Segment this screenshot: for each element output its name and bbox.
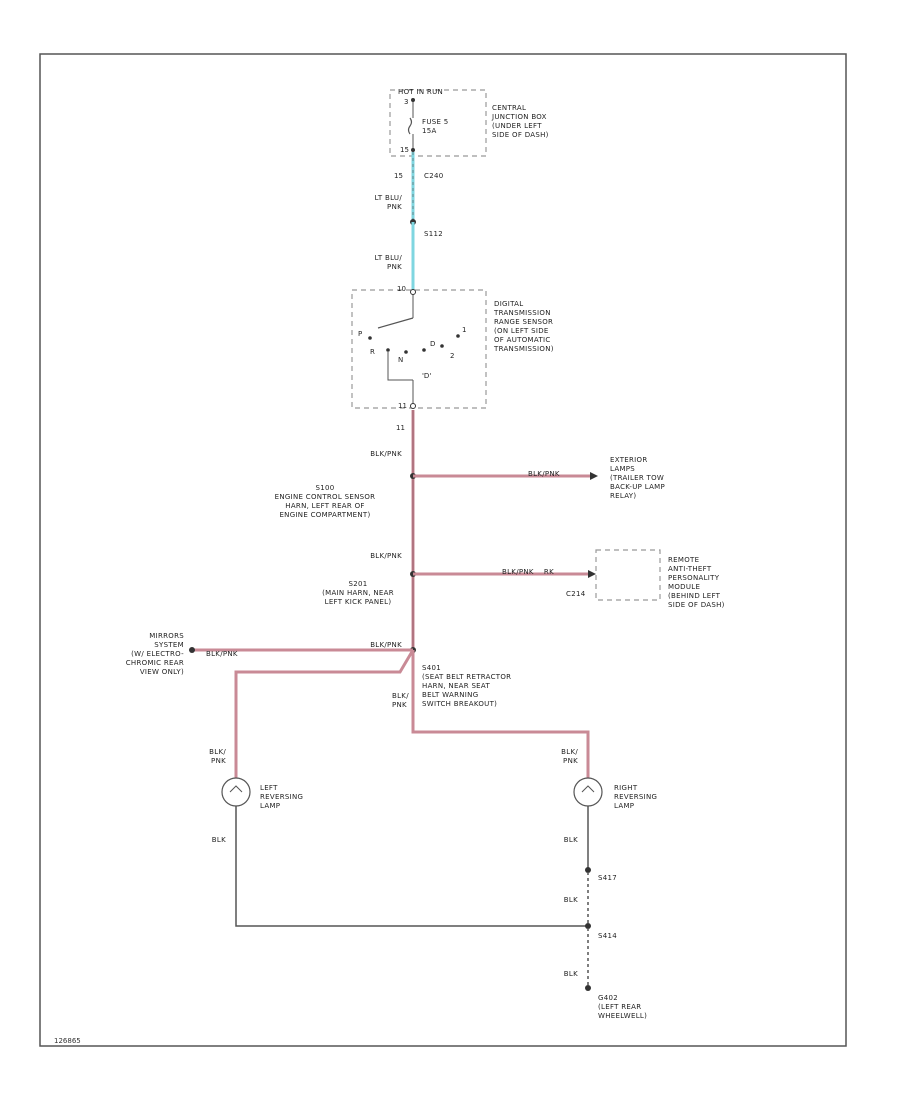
sensor-bottom-terminal xyxy=(410,403,416,409)
sensor-contact-p xyxy=(368,336,372,340)
sensor-pos-p: P xyxy=(358,330,363,338)
sensor-pin-bottom: 11 xyxy=(398,402,407,410)
sensor-pos-n: N xyxy=(398,356,404,364)
sensor-pos-r: R xyxy=(370,348,375,356)
central-junction-box xyxy=(389,89,487,157)
remote-connector-label: C214 xyxy=(566,590,586,598)
left-lamp xyxy=(221,777,251,807)
sensor-label: DIGITAL TRANSMISSION RANGE SENSOR (ON LE… xyxy=(494,300,554,353)
arrow-remote xyxy=(588,570,596,578)
splice-s417-label: S417 xyxy=(598,874,618,882)
wire-label-lt-blu-pnk-2: LT BLU/ PNK xyxy=(374,254,402,271)
right-lamp-filament xyxy=(581,785,595,793)
wire-left-lamp-feed xyxy=(234,649,415,786)
splice-s414-label: S414 xyxy=(598,932,618,940)
fuse-pin-top: 3 xyxy=(404,98,409,106)
fuse-pin-bottom: 15 xyxy=(400,146,409,154)
branch-remote-wire: BLK/PNK RK xyxy=(502,568,554,576)
fuse-label: FUSE 5 15A xyxy=(422,118,449,135)
branch-remote-label: REMOTE ANTI-THEFT PERSONALITY MODULE (BE… xyxy=(668,556,725,609)
splice-s112-label: S112 xyxy=(424,230,444,238)
sensor-pin-top: 10 xyxy=(397,285,406,293)
splice-s401-label: S401 (SEAT BELT RETRACTOR HARN, NEAR SEA… xyxy=(422,664,512,708)
sensor-contact-d xyxy=(422,348,426,352)
sensor-pos-d: D xyxy=(430,340,436,348)
wire-label-blk-left: BLK xyxy=(211,836,226,844)
central-junction-box-label: CENTRAL JUNCTION BOX (UNDER LEFT SIDE OF… xyxy=(492,104,549,139)
sensor-r-lead xyxy=(387,352,413,381)
c240-pin: 15 xyxy=(394,172,403,180)
right-lamp xyxy=(573,777,603,807)
fuse-symbol xyxy=(407,117,413,135)
diagram-id: 126865 xyxy=(54,1037,81,1045)
sensor-connector-pin: 11 xyxy=(396,424,405,432)
remote-module-box xyxy=(595,549,661,601)
wire-label-left-lamp: BLK/ PNK xyxy=(209,748,226,765)
sensor-contact-r xyxy=(386,348,390,352)
fuse-top-terminal xyxy=(411,98,415,102)
wire-label-blk-g2: BLK xyxy=(563,970,578,978)
left-lamp-label: LEFT REVERSING LAMP xyxy=(260,784,304,810)
hot-in-run-label: HOT IN RUN xyxy=(398,88,444,96)
diagram-frame xyxy=(39,53,847,1047)
branch-mirror-wire: BLK/PNK xyxy=(206,650,238,658)
ground-g402-dot xyxy=(585,985,591,991)
range-sensor-box xyxy=(351,289,487,409)
splice-s414-dot xyxy=(585,923,591,929)
wire-label-right-lamp: BLK/ PNK xyxy=(561,748,578,765)
wire-label-lt-blu-pnk-1: LT BLU/ PNK xyxy=(374,194,402,211)
ground-g402-label: G402 (LEFT REAR WHEELWELL) xyxy=(598,994,648,1020)
wire-left-ground xyxy=(235,806,588,927)
branch-exterior-wire: BLK/PNK xyxy=(528,470,560,478)
sensor-contact-n xyxy=(404,350,408,354)
splice-s417-dot xyxy=(585,867,591,873)
wire-label-blk-g1: BLK xyxy=(563,896,578,904)
right-lamp-label: RIGHT REVERSING LAMP xyxy=(614,784,658,810)
splice-s100-label: S100 ENGINE CONTROL SENSOR HARN, LEFT RE… xyxy=(274,484,376,519)
wire-label-blk-pnk-1: BLK/PNK xyxy=(370,450,402,458)
sensor-top-terminal xyxy=(410,289,416,295)
c240-label: C240 xyxy=(424,172,444,180)
arrow-mirror-dot xyxy=(189,647,195,653)
wire-label-blk-pnk-2: BLK/PNK xyxy=(370,552,402,560)
sensor-contact-1 xyxy=(456,334,460,338)
sensor-switch-blade xyxy=(377,317,414,329)
sensor-pos-2: 2 xyxy=(450,352,455,360)
wire-label-blk-pnk-4: BLK/ PNK xyxy=(392,692,409,709)
sensor-contact-2 xyxy=(440,344,444,348)
fuse-bottom-terminal xyxy=(411,148,415,152)
sensor-drive-label: 'D' xyxy=(422,372,432,380)
arrow-exterior xyxy=(590,472,598,480)
splice-s201-label: S201 (MAIN HARN, NEAR LEFT KICK PANEL) xyxy=(322,580,394,606)
wire-right-lamp-feed xyxy=(411,650,590,786)
wire-label-blk-pnk-3: BLK/PNK xyxy=(370,641,402,649)
sensor-pos-1: 1 xyxy=(462,326,467,334)
branch-mirror-label: MIRRORS SYSTEM (W/ ELECTRO- CHROMIC REAR… xyxy=(125,632,184,676)
wire-label-blk-right: BLK xyxy=(563,836,578,844)
branch-exterior-label: EXTERIOR LAMPS (TRAILER TOW BACK-UP LAMP… xyxy=(610,456,666,500)
left-lamp-filament xyxy=(229,785,243,793)
